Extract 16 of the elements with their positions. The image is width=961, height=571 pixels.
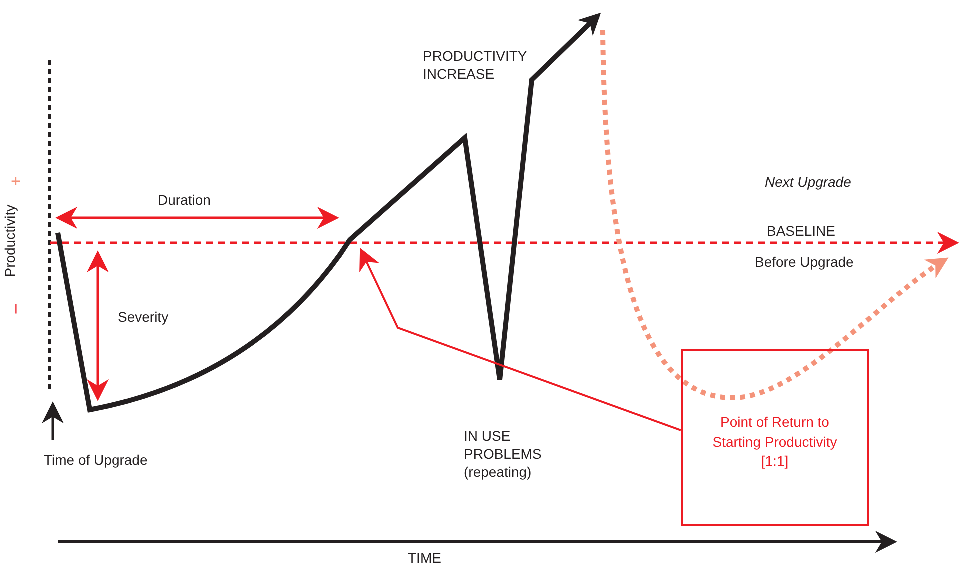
axis-label: TIME [408,549,442,568]
annotation-text: Next Upgrade [765,173,852,192]
axis-label: Productivity [1,204,20,278]
minus-sign: – [4,304,26,314]
productivity-curve-arrow [56,12,602,412]
baseline-label: Before Upgrade [755,253,854,272]
annotation-text: IN USE PROBLEMS (repeating) [464,427,543,482]
callout-text: Point of Return to Starting Productivity [1:1] [712,413,838,472]
plus-sign: + [11,171,21,193]
dimension-label: Duration [158,191,211,210]
callout-box [681,349,869,526]
baseline-label: BASELINE [767,222,836,240]
axis-label: Time of Upgrade [44,451,148,470]
leader-line [360,248,682,432]
annotation-text: PRODUCTIVITY INCREASE [423,47,528,84]
dimension-label: Severity [118,308,169,326]
